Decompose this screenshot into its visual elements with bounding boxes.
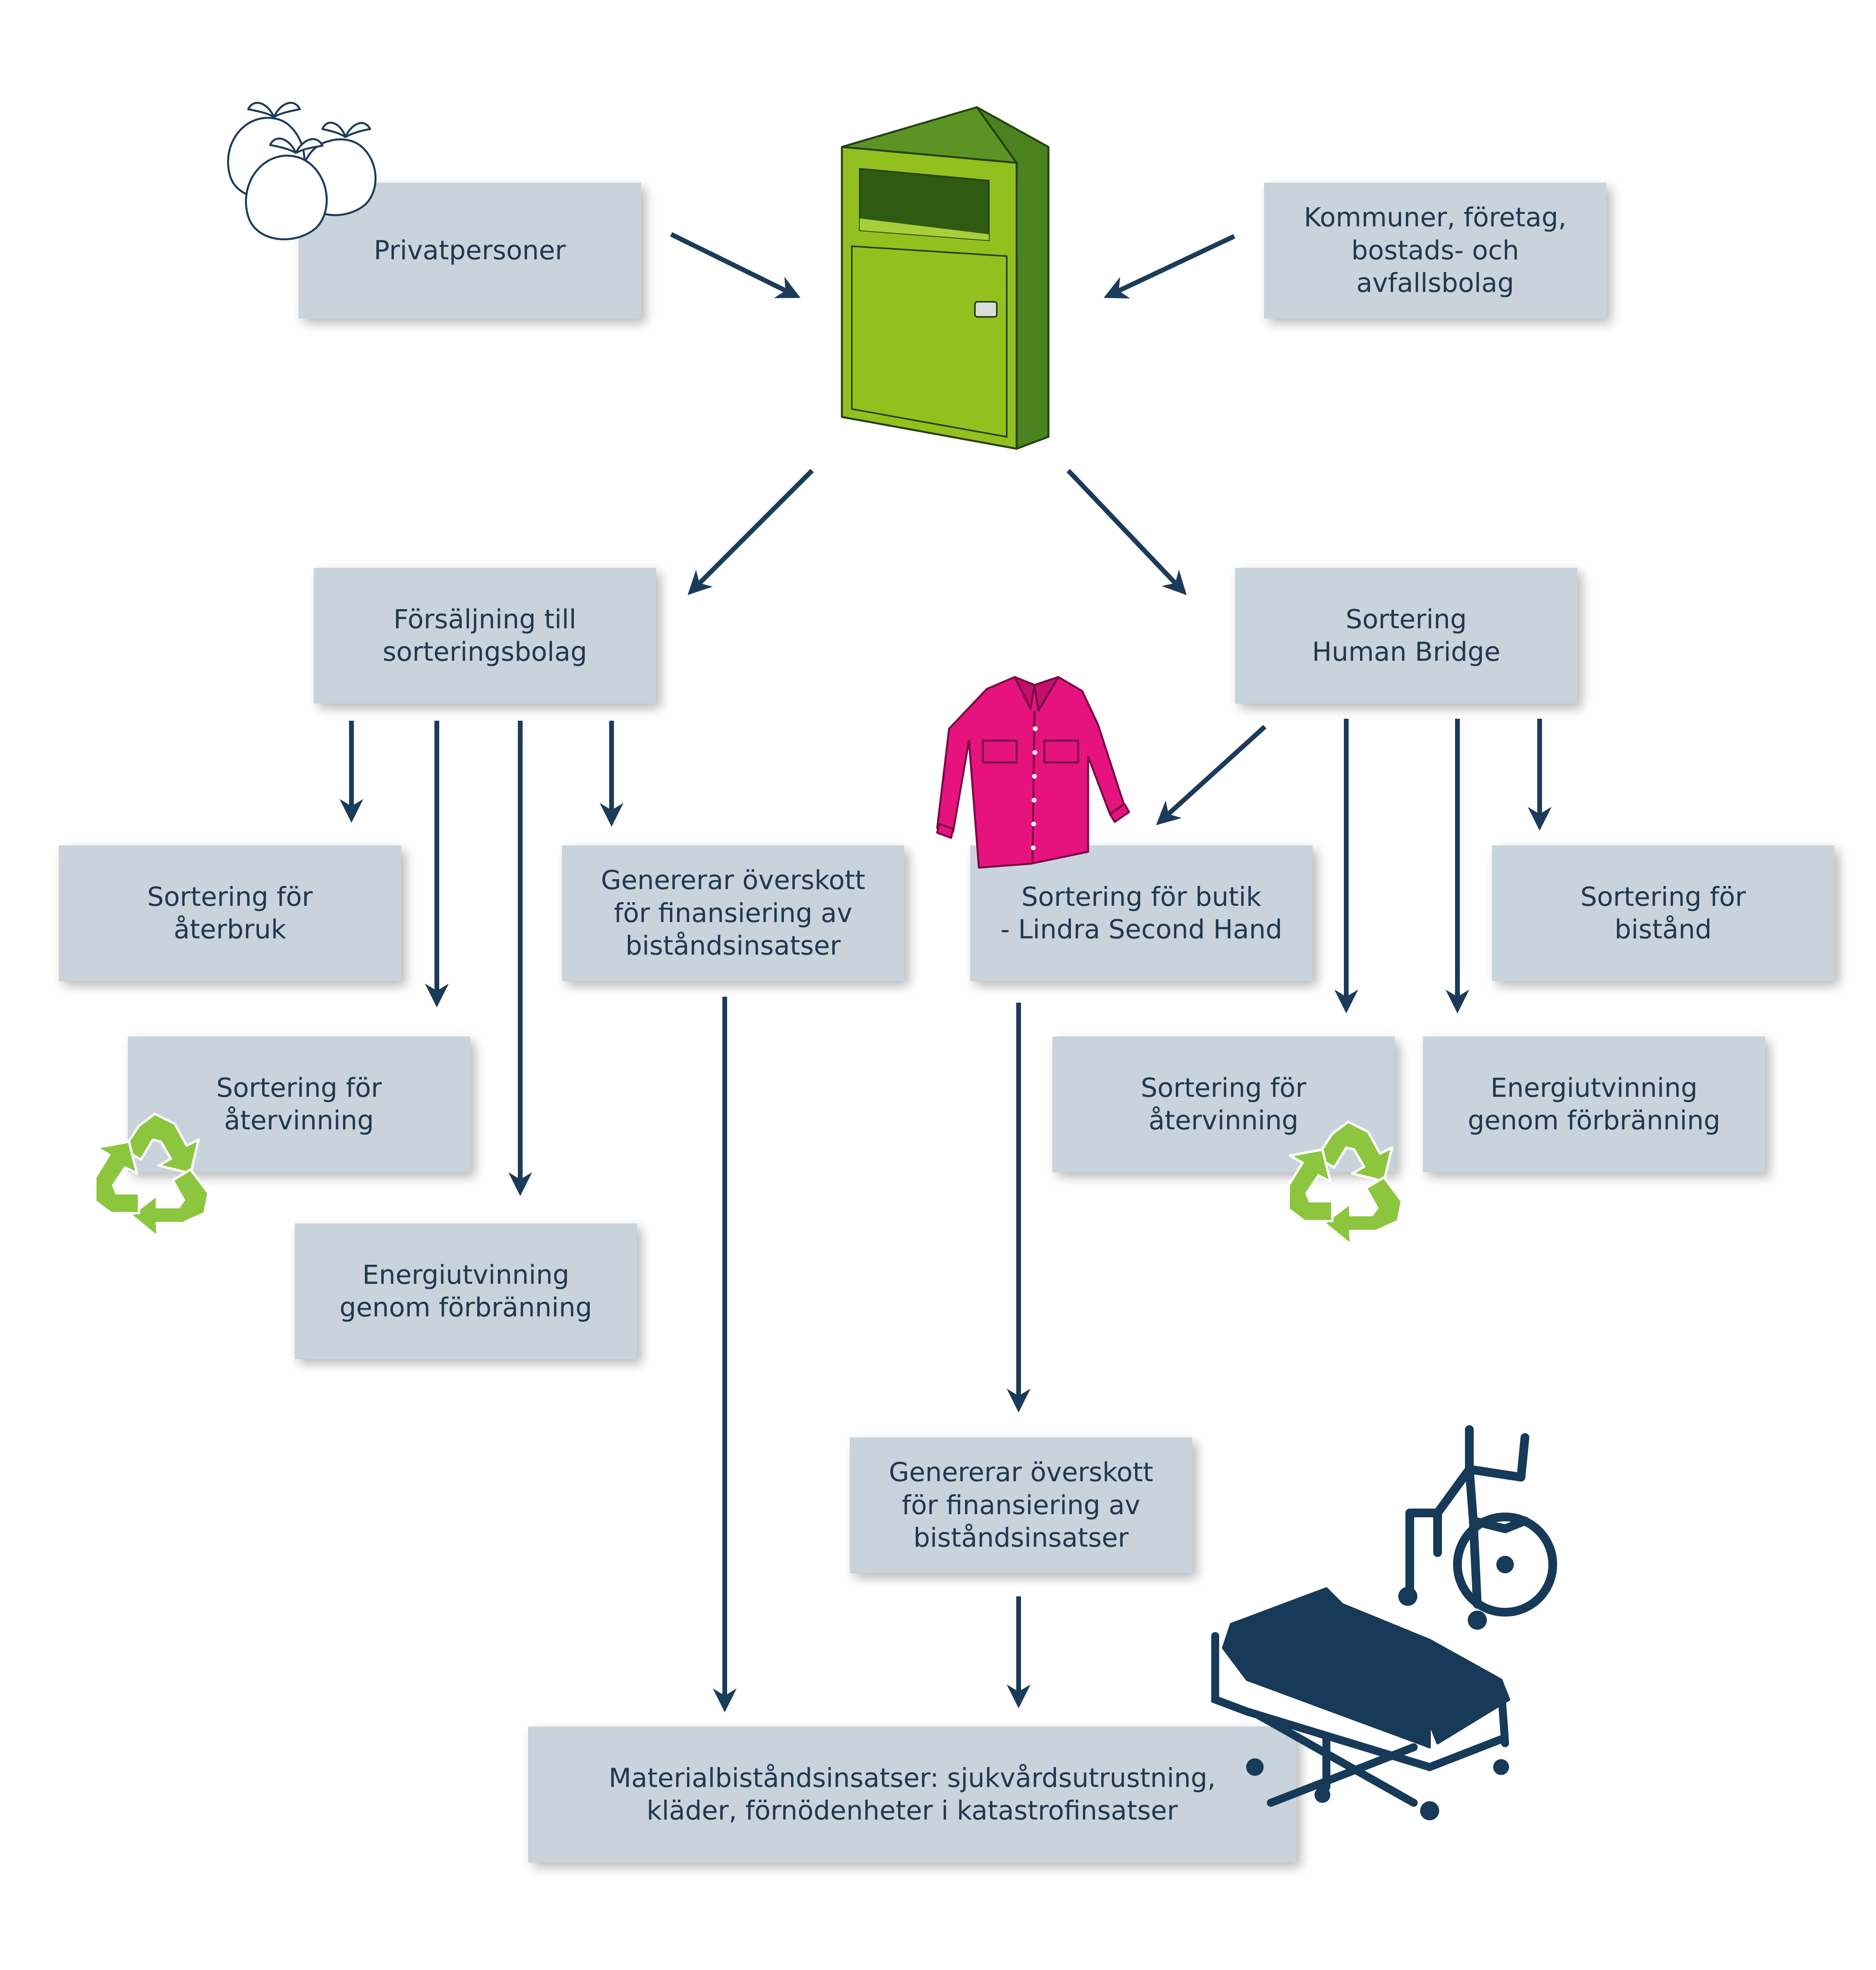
label-generar-left: Genererar överskott för finansiering av … xyxy=(601,865,865,961)
clothing-bags-icon xyxy=(227,102,377,240)
label-sortering-butik: Sortering för butik - Lindra Second Hand xyxy=(1000,881,1282,945)
label-privatpersoner: Privatpersoner xyxy=(374,235,566,266)
label-materialbistand: Materialbiståndsinsatser: sjukvårdsutrus… xyxy=(608,1762,1216,1826)
box-kommuner: Kommuner, företag, bostads- och avfallsb… xyxy=(1264,183,1606,318)
label-kommuner: Kommuner, företag, bostads- och avfallsb… xyxy=(1304,202,1567,299)
recycle-icon xyxy=(1287,1121,1403,1246)
label-energi-right: Energiutvinning genom förbränning xyxy=(1468,1072,1720,1136)
hospital-bed-icon xyxy=(1211,1587,1510,1820)
label-sortering-bistand: Sortering för bistånd xyxy=(1580,881,1746,945)
arrow-privat-to-bin xyxy=(670,232,801,298)
box-sortering-human-bridge: Sortering Human Bridge xyxy=(1235,568,1577,704)
jacket-icon xyxy=(936,676,1130,869)
label-generar-mid: Genererar överskott för finansiering av … xyxy=(889,1457,1153,1553)
box-generar-left: Genererar överskott för finansiering av … xyxy=(562,845,904,981)
label-sortering-aterbruk: Sortering för återbruk xyxy=(147,881,313,945)
wheelchair-icon xyxy=(1398,1425,1557,1630)
arrow-bin-to-forsaljning xyxy=(687,469,814,595)
box-sortering-bistand: Sortering för bistånd xyxy=(1492,845,1834,981)
box-generar-mid: Genererar överskott för finansiering av … xyxy=(850,1437,1192,1573)
arrow-kommuner-to-bin xyxy=(1104,234,1235,299)
box-energi-right: Energiutvinning genom förbränning xyxy=(1423,1036,1765,1172)
box-sortering-butik: Sortering för butik - Lindra Second Hand xyxy=(970,845,1312,981)
label-energi-left: Energiutvinning genom förbränning xyxy=(340,1259,592,1323)
label-forsaljning: Försäljning till sorteringsbolag xyxy=(382,604,587,668)
label-sortering-human-bridge: Sortering Human Bridge xyxy=(1312,604,1501,668)
arrow-bin-to-sortering-hb xyxy=(1066,469,1187,595)
label-sortering-atervinning-left: Sortering för återvinning xyxy=(216,1072,382,1136)
box-forsaljning: Försäljning till sorteringsbolag xyxy=(314,568,656,704)
box-energi-left: Energiutvinning genom förbränning xyxy=(295,1223,637,1359)
arrow-hb-to-butik xyxy=(1156,725,1267,826)
box-sortering-aterbruk: Sortering för återbruk xyxy=(59,845,401,981)
label-sortering-atervinning-right: Sortering för återvinning xyxy=(1141,1072,1307,1136)
box-privatpersoner: Privatpersoner xyxy=(299,183,641,318)
box-materialbistand: Materialbiståndsinsatser: sjukvårdsutrus… xyxy=(528,1727,1296,1862)
recycle-icon xyxy=(94,1113,210,1238)
collection-bin-icon xyxy=(841,106,1050,450)
